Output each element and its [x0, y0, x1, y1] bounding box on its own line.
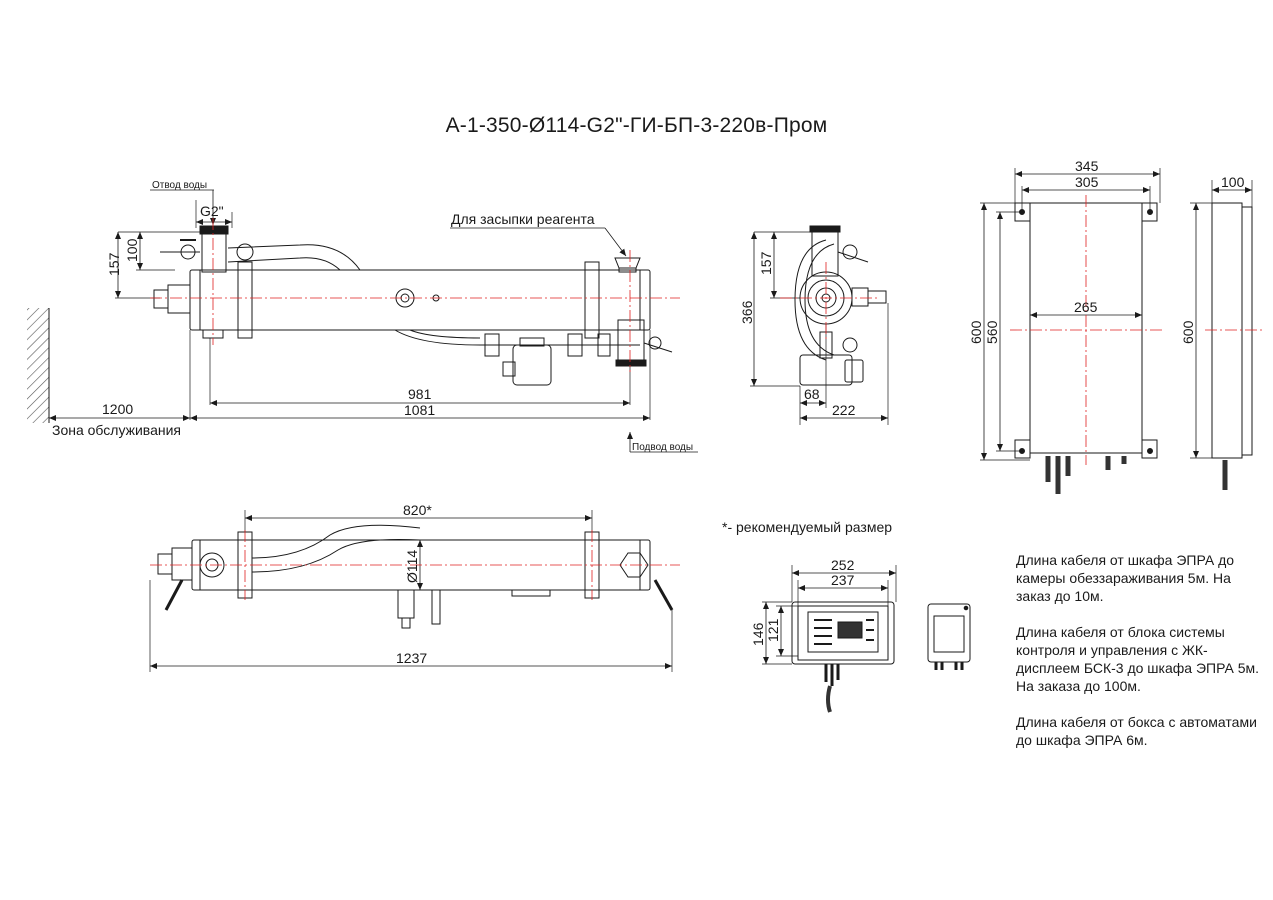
- uv-chamber-body: [189, 269, 651, 331]
- dim-981: 981: [408, 386, 432, 402]
- dim-68: 68: [804, 386, 820, 402]
- dim-157-side: 157: [758, 251, 774, 275]
- dim-1081: 1081: [404, 402, 435, 418]
- control-unit: [791, 601, 895, 713]
- note-epra-cable: Длина кабеля от шкафа ЭПРА до камеры обе…: [1016, 552, 1235, 604]
- dim-366: 366: [739, 300, 755, 324]
- dim-100-cab: 100: [1221, 174, 1245, 190]
- wall-hatch: [27, 308, 49, 423]
- diameter-label: Ø114: [404, 550, 420, 583]
- top-dimensions: [149, 510, 673, 672]
- note-box-cable: Длина кабеля от бокса с автоматами до шк…: [1016, 714, 1257, 748]
- breaker-box: [927, 603, 971, 670]
- water-out-label: Отвод воды: [152, 180, 207, 191]
- axis-lines: [150, 195, 1262, 600]
- dim-345: 345: [1075, 158, 1099, 174]
- control-unit-dimensions: [762, 565, 897, 665]
- side-view: [794, 225, 887, 386]
- dim-305: 305: [1075, 174, 1099, 190]
- dim-820: 820*: [403, 502, 432, 518]
- dim-600-b: 600: [1180, 320, 1196, 344]
- reagent-label: Для засыпки реагента: [451, 211, 595, 227]
- recommended-size-note: *- рекомендуемый размер: [722, 519, 893, 535]
- dim-121: 121: [765, 618, 781, 642]
- dim-600-a: 600: [968, 320, 984, 344]
- dim-1237: 1237: [396, 650, 427, 666]
- water-in-label: Подвод воды: [632, 442, 693, 453]
- epra-cabinet-dimensions: [980, 168, 1161, 461]
- drawing-title: А-1-350-Ø114-G2"-ГИ-БП-3-220в-Пром: [445, 114, 828, 137]
- thread-label: G2": [200, 203, 224, 219]
- note-bsk-cable: Длина кабеля от блока системы контроля и…: [1016, 624, 1260, 694]
- epra-cabinet-side: [1190, 180, 1253, 490]
- front-view: [27, 225, 673, 423]
- dim-146: 146: [750, 622, 766, 646]
- dim-222: 222: [832, 402, 856, 418]
- dim-252: 252: [831, 557, 855, 573]
- pump: [512, 344, 552, 386]
- dim-560: 560: [984, 320, 1000, 344]
- service-zone-label: Зона обслуживания: [52, 422, 181, 438]
- dim-237: 237: [831, 572, 855, 588]
- cable-notes: Длина кабеля от шкафа ЭПРА до камеры обе…: [1016, 551, 1266, 767]
- dim-1200: 1200: [102, 401, 133, 417]
- dim-100-front: 100: [124, 238, 140, 262]
- dim-265: 265: [1074, 299, 1098, 315]
- front-dimensions: [49, 189, 698, 453]
- dim-157-front: 157: [106, 252, 122, 276]
